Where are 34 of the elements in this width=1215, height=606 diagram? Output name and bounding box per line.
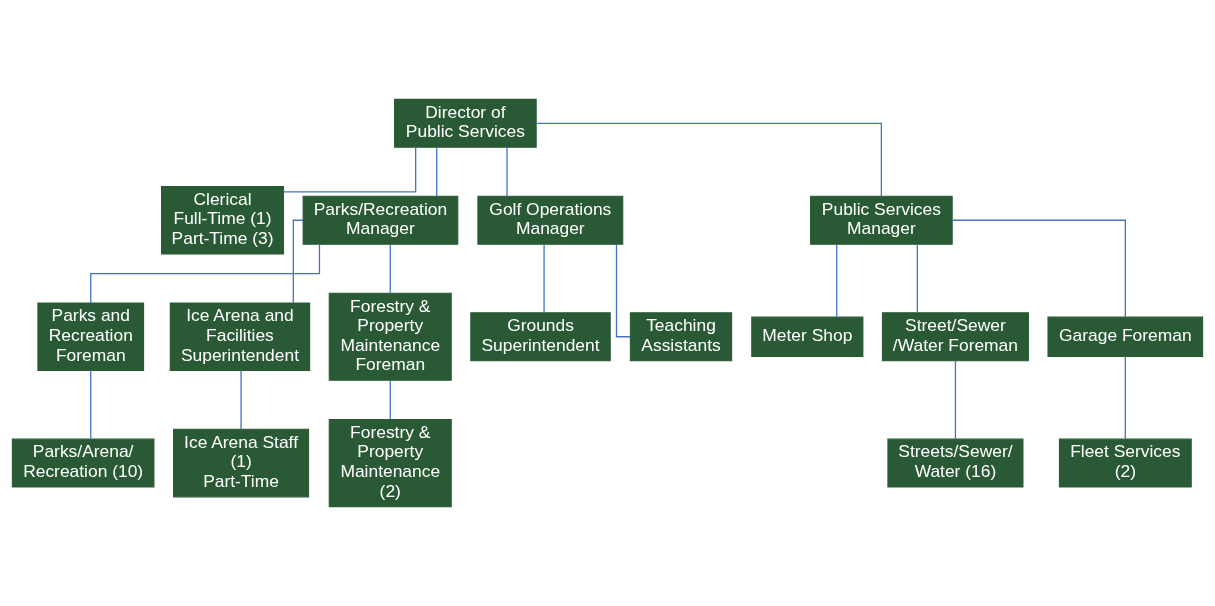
- connector: [292, 219, 304, 304]
- node-box: Director of Public Services: [394, 98, 537, 148]
- connector: [535, 122, 883, 197]
- connector: [389, 379, 391, 420]
- connector: [954, 360, 957, 440]
- connector: [543, 243, 545, 314]
- connector: [836, 243, 838, 318]
- node-box: Public Services Manager: [810, 195, 953, 245]
- node-box: Forestry & Property Maintenance Foreman: [328, 292, 452, 381]
- node-box: Golf Operations Manager: [477, 195, 624, 245]
- node-box: Parks and Recreation Foreman: [37, 302, 145, 372]
- node-box: Street/Sewer /Water Foreman: [881, 312, 1029, 362]
- connector: [951, 219, 1126, 318]
- connector: [283, 146, 417, 193]
- node-box: Teaching Assistants: [629, 312, 733, 362]
- connector: [1124, 355, 1126, 440]
- node-box: Parks/Recreation Manager: [302, 195, 459, 245]
- connector: [436, 146, 438, 197]
- node-box: Ice Arena Staff (1) Part-Time: [173, 428, 310, 498]
- connector: [90, 243, 321, 304]
- node-box: Clerical Full-Time (1) Part-Time (3): [161, 185, 285, 255]
- node-box: Meter Shop: [751, 316, 864, 357]
- connector: [240, 369, 242, 430]
- connector: [916, 243, 918, 314]
- node-box: Fleet Services (2): [1058, 438, 1192, 488]
- node-box: Streets/Sewer/ Water (16): [887, 438, 1024, 488]
- connector: [389, 243, 391, 294]
- connector: [90, 369, 92, 440]
- node-box: Ice Arena and Facilities Superintendent: [169, 302, 311, 372]
- connector: [506, 146, 508, 197]
- node-box: Parks/Arena/ Recreation (10): [11, 438, 155, 488]
- node-box: Forestry & Property Maintenance (2): [328, 418, 452, 508]
- node-box: Garage Foreman: [1047, 316, 1204, 357]
- node-box: Grounds Superintendent: [470, 312, 611, 362]
